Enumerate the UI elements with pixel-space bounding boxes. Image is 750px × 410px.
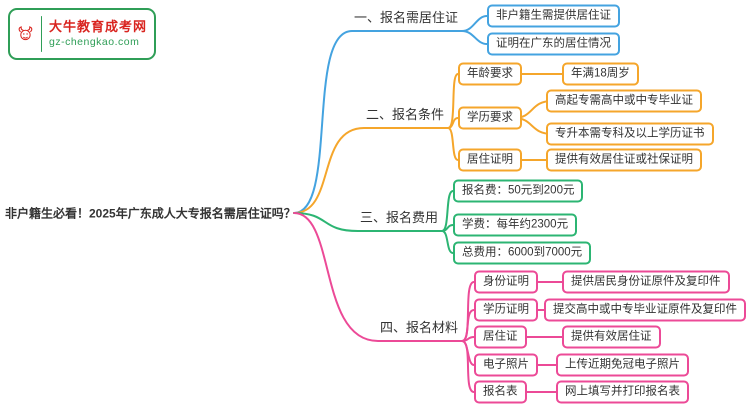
node-zhuanshengben-diploma: 专升本需专科及以上学历证书	[546, 122, 714, 146]
node-need-residence-permit: 非户籍生需提供居住证	[487, 4, 620, 28]
connector	[461, 340, 475, 393]
node-fill-print-form: 网上填写并打印报名表	[556, 380, 689, 404]
branch-label-need-permit: 一、报名需居住证	[354, 10, 459, 25]
node-registration-fee: 报名费：50元到200元	[453, 179, 584, 203]
branch-label-materials: 四、报名材料	[380, 320, 459, 335]
node-valid-permit-or-social-security: 提供有效居住证或社保证明	[546, 148, 702, 172]
node-age-18: 年满18周岁	[562, 62, 639, 86]
node-education-requirement: 学历要求	[458, 106, 522, 130]
mindmap-root-topic: 非户籍生必看！2025年广东成人大专报名需居住证吗？	[5, 206, 296, 221]
node-upload-photo: 上传近期免冠电子照片	[556, 353, 689, 377]
connector-branch4	[293, 212, 463, 342]
connector	[447, 73, 459, 129]
node-total-cost: 总费用：6000到7000元	[453, 241, 592, 265]
connector-branch1	[293, 30, 463, 214]
node-provide-valid-permit: 提供有效居住证	[562, 325, 661, 349]
connector	[447, 127, 459, 161]
connector	[441, 230, 454, 254]
connector	[461, 15, 488, 32]
connector	[461, 30, 488, 45]
node-residence-permit: 居住证	[474, 325, 527, 349]
site-logo[interactable]: 大牛教育成考网 gz-chengkao.com	[8, 8, 156, 60]
node-education-proof: 学历证明	[474, 298, 538, 322]
node-photo: 电子照片	[474, 353, 538, 377]
logo-divider	[40, 16, 42, 52]
node-age-requirement: 年龄要求	[458, 62, 522, 86]
logo-title: 大牛教育成考网	[48, 19, 147, 35]
node-prove-guangdong-residence: 证明在广东的居住情况	[487, 32, 620, 56]
logo-domain: gz-chengkao.com	[48, 35, 140, 48]
node-diploma-copy: 提交高中或中专毕业证原件及复印件	[544, 298, 746, 322]
bull-logo-icon	[18, 26, 33, 41]
node-identity-proof: 身份证明	[474, 270, 538, 294]
branch-label-fees: 三、报名费用	[360, 210, 439, 225]
connector-branch2	[293, 127, 449, 214]
node-residence-proof: 居住证明	[458, 148, 522, 172]
node-registration-form: 报名表	[474, 380, 527, 404]
node-gaoqizhuan-diploma: 高起专需高中或中专毕业证	[546, 89, 702, 113]
connector	[441, 224, 454, 232]
node-id-card-copy: 提供居民身份证原件及复印件	[562, 270, 730, 294]
node-tuition: 学费：每年约2300元	[453, 213, 578, 237]
branch-label-conditions: 二、报名条件	[366, 107, 445, 122]
connector-branch3	[293, 212, 443, 232]
